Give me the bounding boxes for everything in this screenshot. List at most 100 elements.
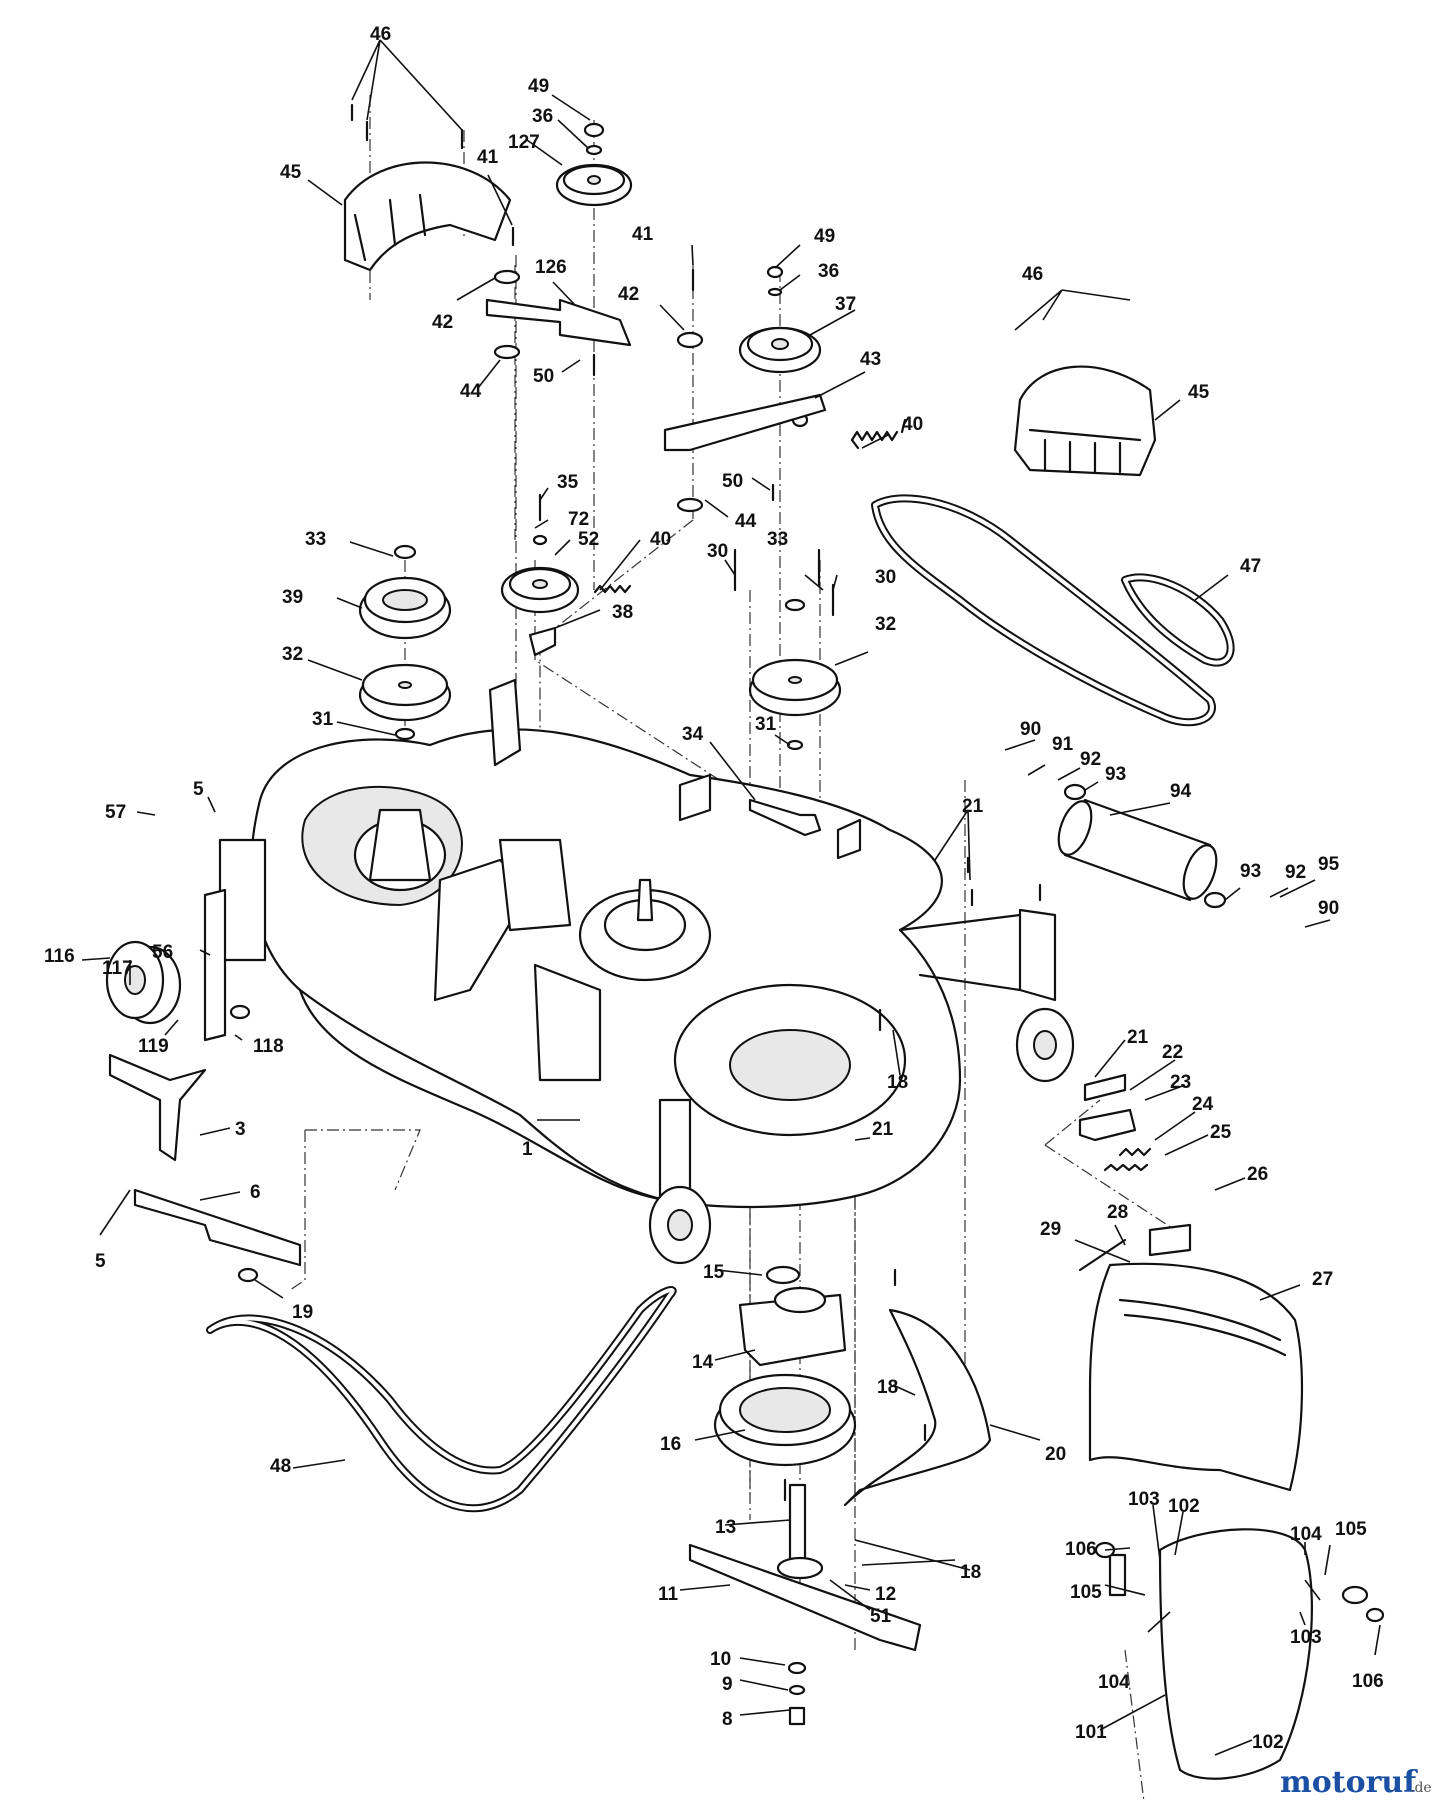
callout-28: 28 bbox=[1107, 1202, 1128, 1223]
callout-42: 42 bbox=[618, 284, 639, 305]
callout-42: 42 bbox=[432, 312, 453, 333]
roller-94 bbox=[1057, 783, 1227, 909]
gauge-wheel-117 bbox=[105, 940, 165, 1020]
callout-5: 5 bbox=[193, 779, 204, 800]
callout-91: 91 bbox=[1052, 734, 1074, 755]
idler-arm-43 bbox=[663, 393, 827, 452]
callout-118: 118 bbox=[253, 1036, 284, 1057]
pulley-127 bbox=[555, 163, 633, 207]
callout-51: 51 bbox=[870, 1606, 892, 1627]
callout-103: 103 bbox=[1290, 1627, 1322, 1648]
callout-47: 47 bbox=[1240, 556, 1261, 577]
belt-48 bbox=[206, 1286, 677, 1513]
callout-33: 33 bbox=[767, 529, 788, 550]
callout-52: 52 bbox=[578, 529, 599, 550]
spring-40-lower bbox=[593, 584, 632, 594]
callout-50: 50 bbox=[722, 471, 743, 492]
callout-19: 19 bbox=[292, 1302, 313, 1323]
mulch-cover-101 bbox=[1094, 1528, 1385, 1780]
callouts: 46 45 49 36 127 41 126 42 44 50 41 49 36… bbox=[44, 24, 1384, 1753]
callout-36: 36 bbox=[818, 261, 839, 282]
callout-104: 104 bbox=[1290, 1524, 1322, 1545]
idler-pulley-52 bbox=[500, 566, 580, 614]
discharge-chute-27 bbox=[1088, 1223, 1304, 1492]
callout-31: 31 bbox=[312, 709, 334, 730]
callout-15: 15 bbox=[703, 1262, 725, 1283]
callout-36: 36 bbox=[532, 106, 553, 127]
callout-12: 12 bbox=[875, 1584, 896, 1605]
callout-94: 94 bbox=[1170, 781, 1192, 802]
callout-43: 43 bbox=[860, 349, 881, 370]
callout-40: 40 bbox=[650, 529, 671, 550]
callout-1: 1 bbox=[522, 1139, 533, 1160]
callout-106: 106 bbox=[1065, 1539, 1097, 1560]
callout-101: 101 bbox=[1075, 1722, 1107, 1743]
callout-49: 49 bbox=[528, 76, 549, 97]
callout-90: 90 bbox=[1020, 719, 1041, 740]
callout-127: 127 bbox=[508, 132, 540, 153]
callout-9: 9 bbox=[722, 1674, 733, 1695]
callout-5: 5 bbox=[95, 1251, 106, 1272]
callout-11: 11 bbox=[658, 1584, 679, 1605]
callout-20: 20 bbox=[1045, 1444, 1066, 1465]
callout-95: 95 bbox=[1318, 854, 1340, 875]
blade-11 bbox=[688, 1543, 922, 1652]
callout-18: 18 bbox=[877, 1377, 898, 1398]
spindle-housing-14 bbox=[738, 1286, 847, 1367]
callout-18: 18 bbox=[960, 1562, 981, 1583]
callout-32: 32 bbox=[875, 614, 896, 635]
pulley-39 bbox=[358, 576, 452, 640]
watermark-suffix: .de bbox=[1410, 1780, 1432, 1796]
callout-3: 3 bbox=[235, 1119, 246, 1140]
callout-40: 40 bbox=[902, 414, 923, 435]
callout-57: 57 bbox=[105, 802, 126, 823]
callout-23: 23 bbox=[1170, 1072, 1191, 1093]
callout-24: 24 bbox=[1192, 1094, 1214, 1115]
callout-22: 22 bbox=[1162, 1042, 1183, 1063]
belt-cover-left bbox=[343, 161, 512, 272]
callout-119: 119 bbox=[138, 1036, 169, 1057]
callout-13: 13 bbox=[715, 1517, 736, 1538]
callout-25: 25 bbox=[1210, 1122, 1232, 1143]
belt-47 bbox=[871, 494, 1235, 727]
bracket-34 bbox=[748, 798, 822, 837]
callout-6: 6 bbox=[250, 1182, 261, 1203]
bracket-56 bbox=[203, 888, 227, 1042]
callout-29: 29 bbox=[1040, 1219, 1061, 1240]
leader-lines bbox=[81, 39, 1381, 1756]
callout-105: 105 bbox=[1070, 1582, 1102, 1603]
mower-deck-housing bbox=[218, 678, 1057, 1209]
callout-92: 92 bbox=[1080, 749, 1101, 770]
watermark-brand: motoruf bbox=[1280, 1765, 1418, 1800]
pulley-32-right bbox=[748, 658, 842, 717]
callout-93: 93 bbox=[1105, 764, 1126, 785]
spacer-16 bbox=[713, 1373, 857, 1467]
callout-45: 45 bbox=[280, 162, 302, 183]
callout-18: 18 bbox=[887, 1072, 908, 1093]
callout-104: 104 bbox=[1098, 1672, 1130, 1693]
spring-40-upper bbox=[850, 418, 907, 450]
callout-48: 48 bbox=[270, 1456, 291, 1477]
callout-27: 27 bbox=[1312, 1269, 1333, 1290]
callout-116: 116 bbox=[44, 946, 75, 967]
pulley-37 bbox=[738, 326, 822, 374]
callout-34: 34 bbox=[682, 724, 704, 745]
callout-31: 31 bbox=[755, 714, 777, 735]
callout-102: 102 bbox=[1252, 1732, 1284, 1753]
callout-90: 90 bbox=[1318, 898, 1339, 919]
callout-39: 39 bbox=[282, 587, 303, 608]
callout-44: 44 bbox=[460, 381, 482, 402]
callout-16: 16 bbox=[660, 1434, 681, 1455]
callout-92: 92 bbox=[1285, 862, 1306, 883]
callout-102: 102 bbox=[1168, 1496, 1200, 1517]
callout-38: 38 bbox=[612, 602, 633, 623]
callout-26: 26 bbox=[1247, 1164, 1268, 1185]
callout-41: 41 bbox=[477, 147, 499, 168]
callout-37: 37 bbox=[835, 294, 856, 315]
lift-link-6 bbox=[133, 1188, 302, 1267]
callout-21: 21 bbox=[962, 796, 984, 817]
spindle-shaft-13 bbox=[776, 1483, 824, 1580]
callout-30: 30 bbox=[875, 567, 896, 588]
callout-46: 46 bbox=[1022, 264, 1043, 285]
